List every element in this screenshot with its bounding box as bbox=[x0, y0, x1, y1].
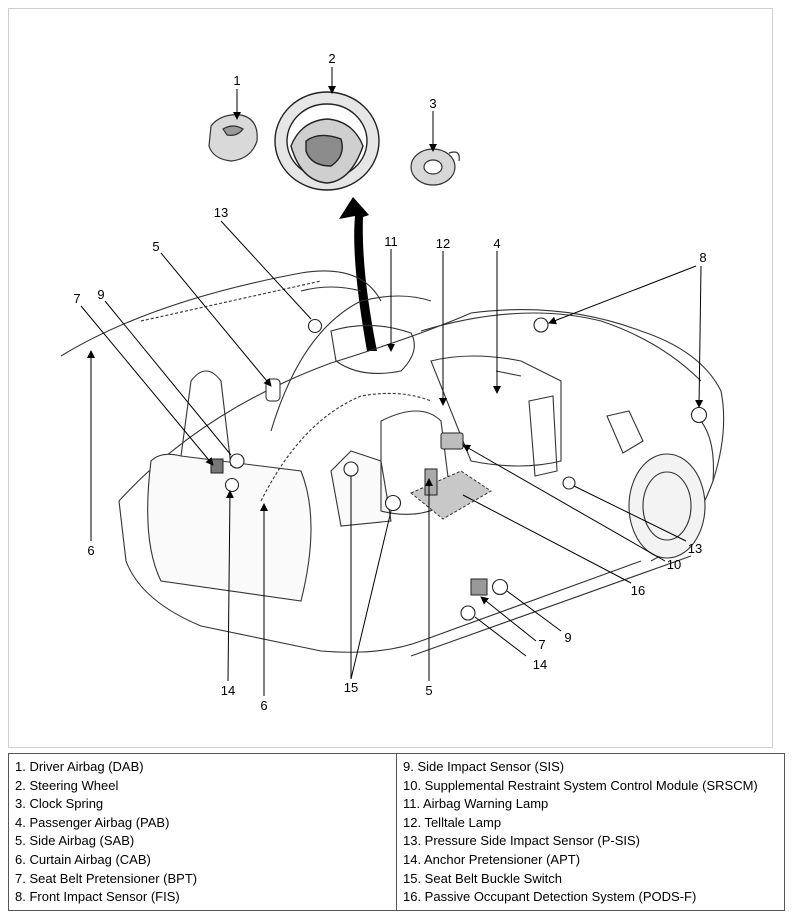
callout-6-left: 6 bbox=[87, 543, 94, 558]
callout-7-right: 7 bbox=[538, 637, 545, 652]
airbag-system-diagram: 1 2 3 13 11 12 4 5 8 7 9 6 13 10 16 9 7 … bbox=[60, 51, 725, 713]
legend-item: 10. Supplemental Restraint System Contro… bbox=[403, 777, 758, 793]
driver-airbag-module bbox=[208, 114, 258, 162]
leader-lines bbox=[80, 67, 704, 696]
legend-item: 2. Steering Wheel bbox=[15, 777, 119, 793]
callout-7-left: 7 bbox=[73, 291, 80, 306]
callout-13-right: 13 bbox=[688, 541, 702, 556]
callout-8: 8 bbox=[699, 250, 706, 265]
callout-9-left: 9 bbox=[97, 287, 104, 302]
legend-item: 15. Seat Belt Buckle Switch bbox=[403, 870, 562, 886]
legend-item: 7. Seat Belt Pretensioner (BPT) bbox=[15, 870, 198, 886]
callout-5-top: 5 bbox=[152, 239, 159, 254]
callout-numbers: 1 2 3 13 11 12 4 5 8 7 9 6 13 10 16 9 7 … bbox=[73, 51, 706, 713]
sensor-markers bbox=[224, 317, 708, 621]
callout-15: 15 bbox=[344, 680, 358, 695]
passenger-seat-sensor-mat bbox=[410, 470, 492, 520]
legend-item: 6. Curtain Airbag (CAB) bbox=[15, 851, 151, 867]
legend-item: 14. Anchor Pretensioner (APT) bbox=[403, 851, 581, 867]
legend-item: 16. Passive Occupant Detection System (P… bbox=[403, 889, 697, 905]
clock-spring bbox=[410, 148, 460, 186]
legend-item: 5. Side Airbag (SAB) bbox=[15, 833, 135, 849]
seat-belt-pretensioner bbox=[210, 458, 224, 474]
callout-1: 1 bbox=[233, 73, 240, 88]
callout-14-left: 14 bbox=[221, 683, 235, 698]
legend-item: 4. Passenger Airbag (PAB) bbox=[15, 814, 170, 830]
srscm-module bbox=[440, 432, 464, 450]
callout-9-right: 9 bbox=[564, 630, 571, 645]
callout-14-right: 14 bbox=[533, 657, 547, 672]
callout-6-bottom: 6 bbox=[260, 698, 267, 713]
legend-item: 9. Side Impact Sensor (SIS) bbox=[403, 759, 565, 774]
callout-16: 16 bbox=[631, 583, 645, 598]
callout-13-top: 13 bbox=[214, 205, 228, 220]
legend-item: 8. Front Impact Sensor (FIS) bbox=[15, 889, 180, 905]
legend-item: 1. Driver Airbag (DAB) bbox=[15, 759, 144, 774]
legend-item: 13. Pressure Side Impact Sensor (P-SIS) bbox=[403, 833, 640, 849]
legend-item: 12. Telltale Lamp bbox=[403, 814, 502, 830]
diagram-figure: 1 2 3 13 11 12 4 5 8 7 9 6 13 10 16 9 7 … bbox=[8, 8, 773, 748]
removal-arrow bbox=[339, 197, 377, 351]
callout-4: 4 bbox=[493, 236, 500, 251]
callout-10: 10 bbox=[667, 557, 681, 572]
component-legend: 1. Driver Airbag (DAB) 2. Steering Wheel… bbox=[8, 753, 785, 911]
callout-11: 11 bbox=[384, 234, 398, 249]
callout-5-bottom: 5 bbox=[425, 683, 432, 698]
steering-wheel bbox=[274, 91, 380, 191]
vehicle-body-outline bbox=[60, 270, 725, 657]
buckle-switch-seat bbox=[424, 468, 438, 496]
callout-12: 12 bbox=[436, 236, 450, 251]
legend-item: 11. Airbag Warning Lamp bbox=[403, 796, 549, 812]
callout-3: 3 bbox=[429, 96, 436, 111]
legend-column-right: 9. Side Impact Sensor (SIS) 10. Suppleme… bbox=[396, 754, 784, 910]
legend-column-left: 1. Driver Airbag (DAB) 2. Steering Wheel… bbox=[9, 754, 396, 910]
legend-item: 3. Clock Spring bbox=[15, 796, 104, 812]
anchor-pretensioner bbox=[470, 578, 488, 596]
callout-2: 2 bbox=[328, 51, 335, 66]
